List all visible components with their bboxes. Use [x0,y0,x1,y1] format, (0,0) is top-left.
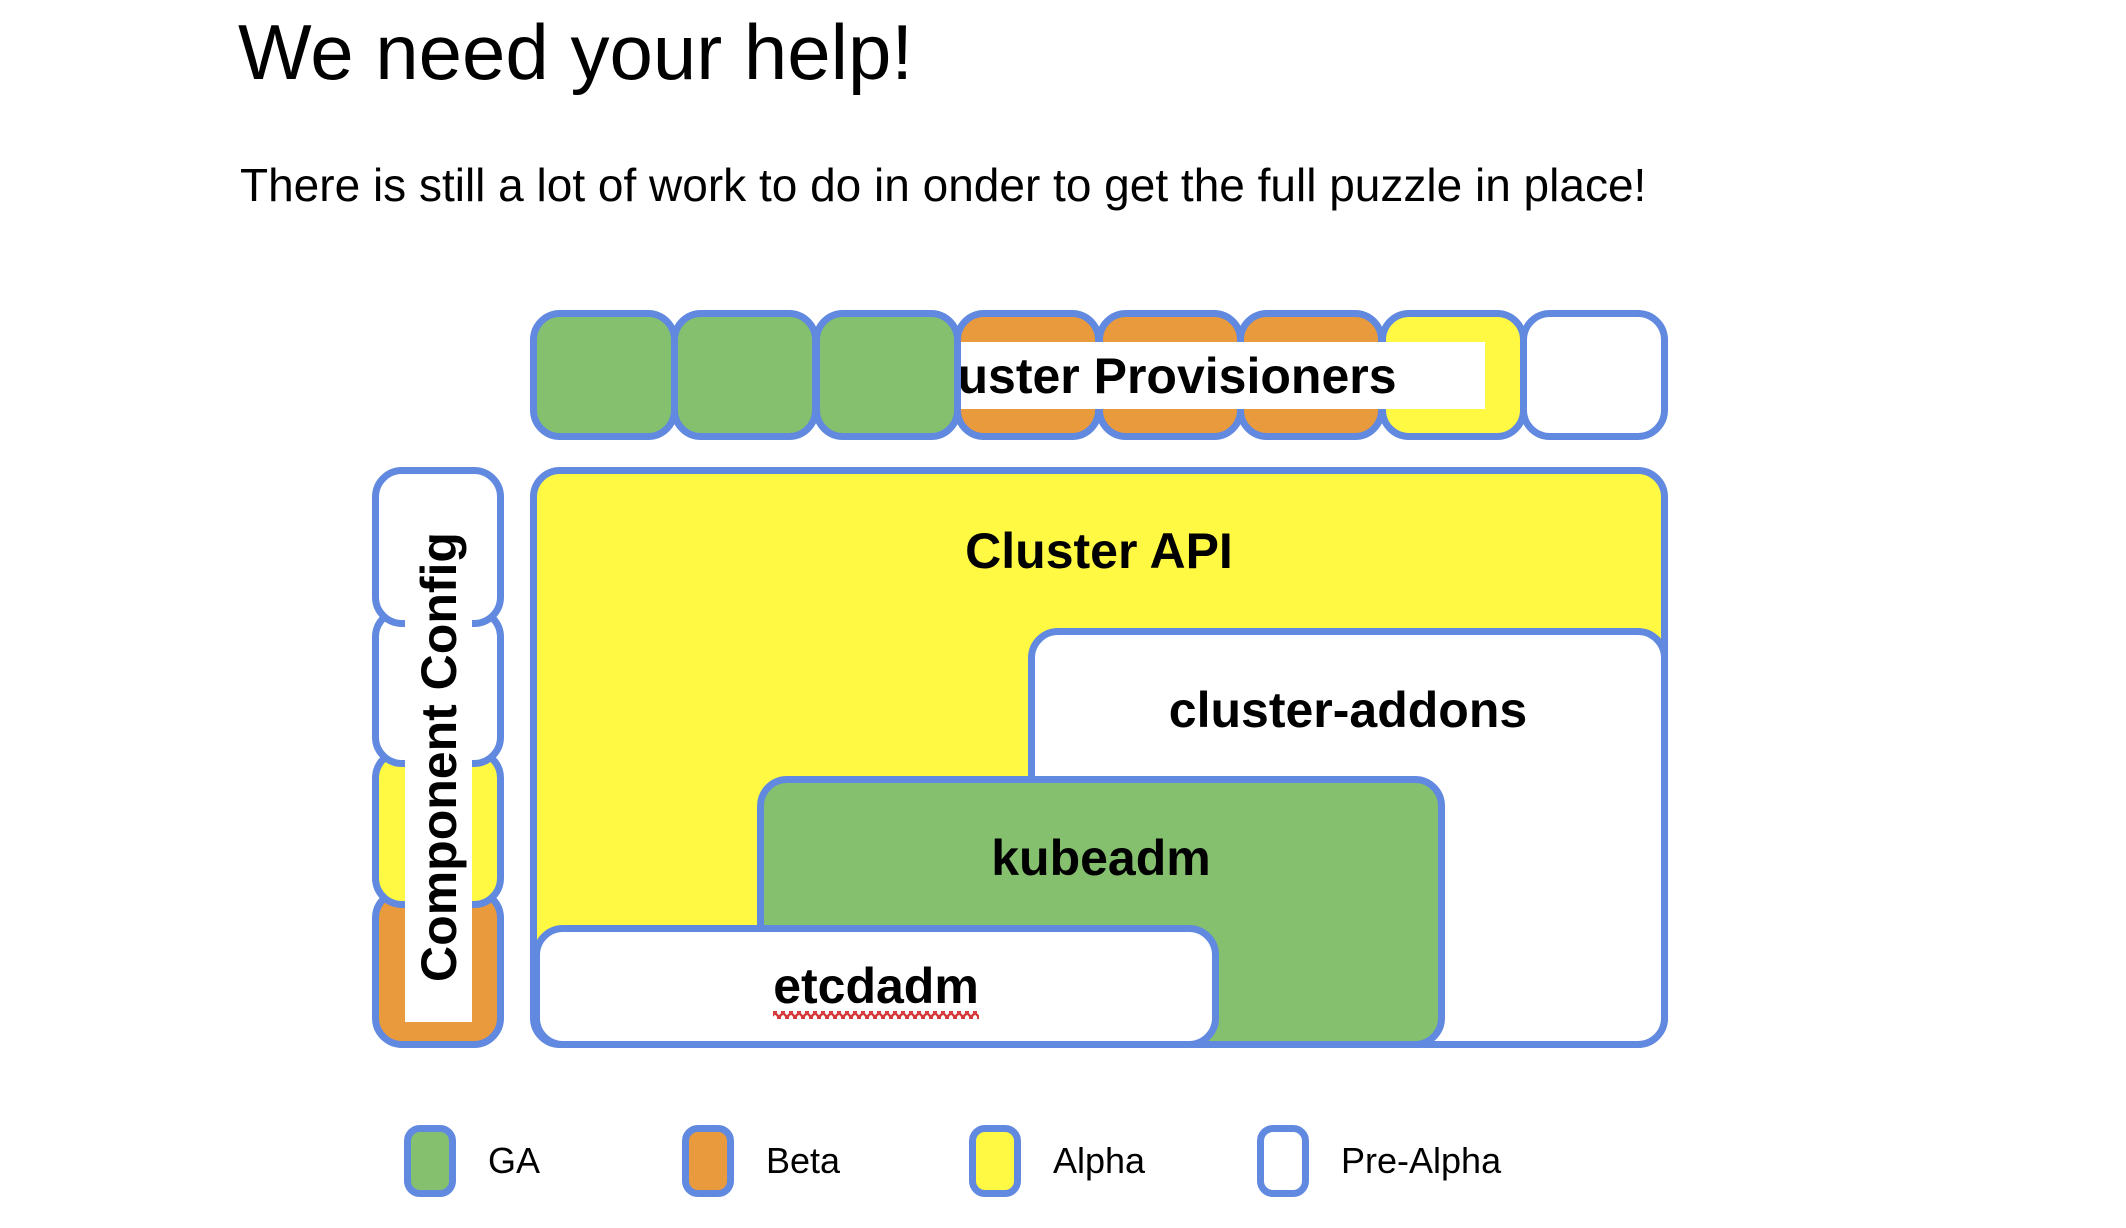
legend-swatch-pre-alpha [1257,1125,1309,1197]
maturity-legend: GA Beta Alpha Pre-Alpha [404,1125,1704,1205]
legend-item-beta: Beta [682,1125,840,1197]
legend-swatch-alpha [969,1125,1021,1197]
page-subtitle: There is still a lot of work to do in on… [240,159,1647,211]
component-config-title-plate: Component Config [405,492,472,1022]
box-etcdadm-label: etcdadm [540,957,1212,1019]
legend-item-pre-alpha: Pre-Alpha [1257,1125,1501,1197]
legend-swatch-beta [682,1125,734,1197]
box-etcdadm[interactable]: etcdadm [533,925,1219,1048]
legend-item-alpha: Alpha [969,1125,1145,1197]
box-cluster-addons-label: cluster-addons [1168,682,1528,738]
provisioner-cell-2[interactable] [671,310,819,440]
provisioner-cell-1[interactable] [530,310,678,440]
provisioner-cell-8[interactable] [1520,310,1668,440]
legend-label-pre-alpha: Pre-Alpha [1341,1140,1502,1181]
component-config-column: Component Config [372,467,504,1048]
legend-swatch-ga [404,1125,456,1197]
box-kubeadm-label: kubeadm [991,830,1211,886]
legend-label-beta: Beta [766,1140,841,1181]
legend-item-ga: GA [404,1125,540,1197]
provisioner-cell-3[interactable] [813,310,961,440]
legend-label-alpha: Alpha [1053,1140,1146,1181]
component-config-title: Component Config [410,532,467,982]
provisioner-row: k8s cluster Provisioners [530,310,1668,440]
legend-label-ga: GA [488,1140,541,1181]
page-title: We need your help! [238,8,913,96]
box-etcdadm-label-text: etcdadm [773,957,979,1019]
box-cluster-api-label: Cluster API [965,523,1233,579]
